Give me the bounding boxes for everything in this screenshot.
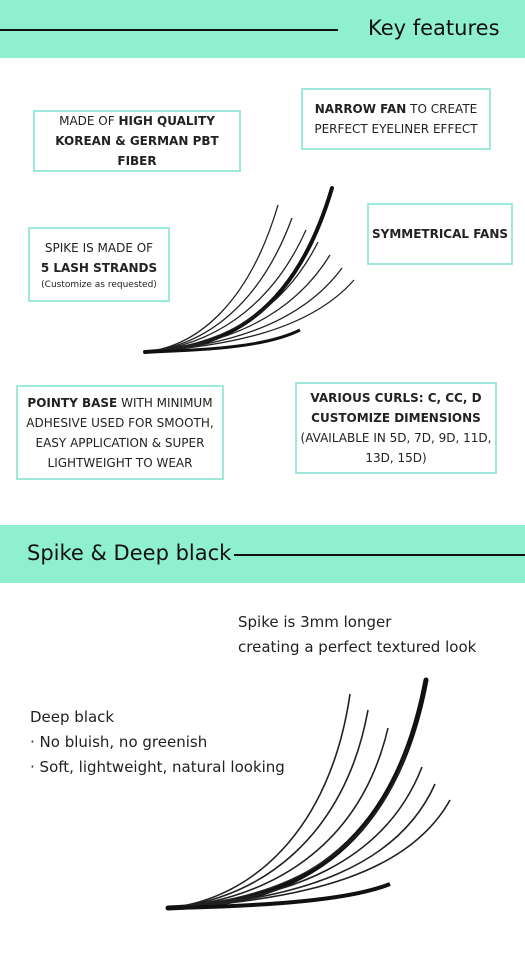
pointy-text-4: LIGHTWEIGHT TO WEAR bbox=[47, 455, 193, 470]
lash-fan-illustration-large bbox=[165, 677, 451, 911]
material-bold-2: KOREAN & GERMAN PBT FIBER bbox=[55, 134, 219, 168]
feature-box-material: MADE OF HIGH QUALITY KOREAN & GERMAN PBT… bbox=[33, 110, 241, 172]
spike-deep-black-title: Spike & Deep black bbox=[27, 541, 232, 565]
lash-fan-illustration bbox=[143, 186, 355, 354]
material-bold-1: HIGH QUALITY bbox=[118, 114, 215, 128]
curls-text-2: 13D, 15D) bbox=[365, 451, 427, 465]
deep-black-bullet-1: · No bluish, no greenish bbox=[30, 733, 208, 751]
curls-bold-2: CUSTOMIZE DIMENSIONS bbox=[311, 411, 481, 425]
key-features-title: Key features bbox=[368, 16, 500, 40]
curls-bold-1: VARIOUS CURLS: C, CC, D bbox=[310, 391, 482, 405]
curls-text-1: (AVAILABLE IN 5D, 7D, 9D, 11D, bbox=[300, 431, 492, 445]
pointy-bold: POINTY BASE bbox=[27, 395, 118, 410]
banner-divider-line-2 bbox=[234, 554, 525, 556]
symmetrical-bold: SYMMETRICAL FANS bbox=[371, 227, 508, 241]
feature-box-spike: SPIKE IS MADE OF 5 LASH STRANDS (Customi… bbox=[28, 227, 170, 302]
spike-note-line-1: Spike is 3mm longer bbox=[238, 613, 392, 631]
feature-box-narrow-fan: NARROW FAN TO CREATE PERFECT EYELINER EF… bbox=[301, 88, 491, 150]
deep-black-heading: Deep black bbox=[30, 708, 115, 726]
pointy-text-3: EASY APPLICATION & SUPER bbox=[35, 435, 205, 450]
material-prefix: MADE OF bbox=[59, 114, 115, 128]
spike-text-1: SPIKE IS MADE OF bbox=[44, 240, 154, 255]
key-features-banner: Key features bbox=[0, 0, 525, 58]
narrow-fan-text-1: TO CREATE bbox=[410, 102, 478, 116]
narrow-fan-bold: NARROW FAN bbox=[314, 102, 407, 116]
spike-deep-black-banner: Spike & Deep black bbox=[0, 525, 525, 583]
narrow-fan-text-2: PERFECT EYELINER EFFECT bbox=[314, 122, 478, 136]
deep-black-bullet-2: · Soft, lightweight, natural looking bbox=[30, 758, 285, 776]
pointy-text-2: ADHESIVE USED FOR SMOOTH, bbox=[26, 415, 214, 430]
spike-bold: 5 LASH STRANDS bbox=[40, 260, 158, 275]
banner-divider-line bbox=[0, 29, 338, 31]
pointy-text-1: WITH MINIMUM bbox=[121, 395, 213, 410]
spike-note-line-2: creating a perfect textured look bbox=[238, 638, 477, 656]
feature-box-pointy-base: POINTY BASE WITH MINIMUM ADHESIVE USED F… bbox=[16, 385, 224, 480]
feature-box-curls: VARIOUS CURLS: C, CC, D CUSTOMIZE DIMENS… bbox=[295, 382, 497, 474]
feature-box-symmetrical: SYMMETRICAL FANS bbox=[367, 203, 513, 265]
spike-note: (Customize as requested) bbox=[41, 279, 157, 290]
